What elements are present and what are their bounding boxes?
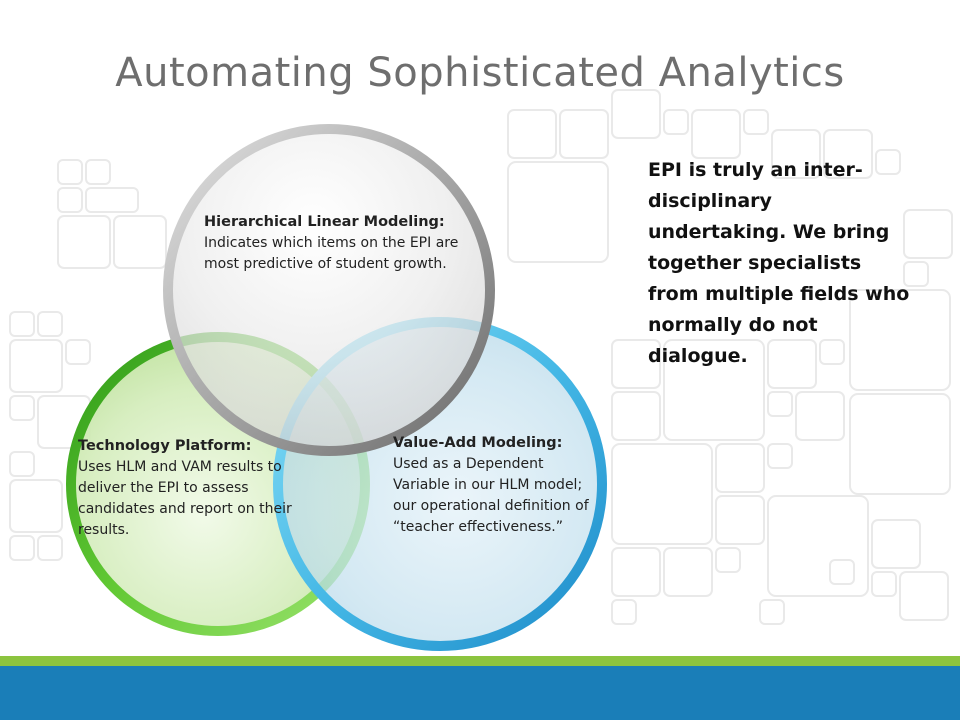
hlm-heading: Hierarchical Linear Modeling: bbox=[204, 214, 445, 230]
vam-label: Value-Add Modeling: Used as a Dependent … bbox=[393, 433, 593, 538]
technology-description: Uses HLM and VAM results to deliver the … bbox=[78, 459, 292, 538]
technology-label: Technology Platform: Uses HLM and VAM re… bbox=[78, 436, 293, 541]
footer-green-bar bbox=[0, 656, 960, 666]
footer-blue-bar bbox=[0, 666, 960, 720]
hlm-description: Indicates which items on the EPI are mos… bbox=[204, 235, 459, 272]
side-note: EPI is truly an inter-disciplinary under… bbox=[648, 159, 910, 367]
technology-heading: Technology Platform: bbox=[78, 438, 252, 454]
hlm-label: Hierarchical Linear Modeling: Indicates … bbox=[204, 212, 474, 275]
slide-title: Automating Sophisticated Analytics bbox=[115, 50, 845, 96]
vam-description: Used as a Dependent Variable in our HLM … bbox=[393, 456, 589, 535]
vam-heading: Value-Add Modeling: bbox=[393, 435, 563, 451]
hlm-circle bbox=[163, 124, 495, 456]
